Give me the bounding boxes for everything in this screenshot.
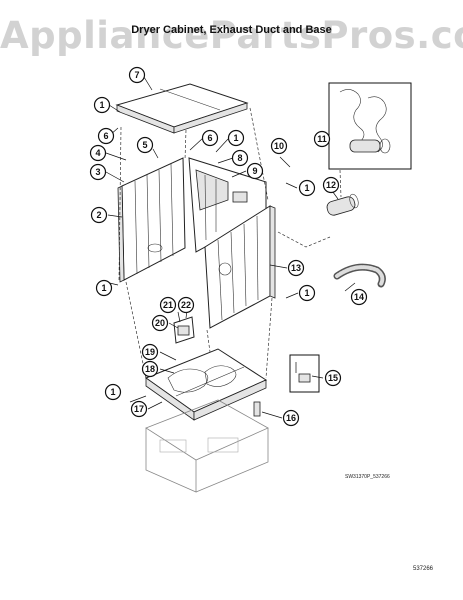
top-panel <box>115 83 249 134</box>
callout-3: 3 <box>89 163 107 181</box>
diagram-title: Dryer Cabinet, Exhaust Duct and Base <box>131 24 332 36</box>
callout-9: 9 <box>246 162 264 180</box>
catalog-number: 537266 <box>413 566 434 572</box>
callout-number: 21 <box>163 300 173 310</box>
callout-1: 1 <box>104 383 122 401</box>
callout-number: 1 <box>304 183 309 193</box>
callout-21: 21 <box>159 296 177 314</box>
callout-number: 17 <box>134 404 144 414</box>
exhaust-duct-inset <box>328 82 412 170</box>
callout-5: 5 <box>136 136 154 154</box>
callout-12: 12 <box>322 176 340 194</box>
callout-6: 6 <box>97 127 115 145</box>
callout-number: 20 <box>155 318 165 328</box>
callout-1: 1 <box>227 129 245 147</box>
leader-lines <box>100 76 356 419</box>
callout-20: 20 <box>151 314 169 332</box>
callout-number: 1 <box>110 387 115 397</box>
callout-number: 12 <box>326 180 336 190</box>
callout-1: 1 <box>95 279 113 297</box>
left-side-panel <box>117 157 186 283</box>
callout-number: 22 <box>181 300 191 310</box>
callout-4: 4 <box>89 144 107 162</box>
callout-22: 22 <box>177 296 195 314</box>
callout-1: 1 <box>298 179 316 197</box>
callout-number: 16 <box>286 413 296 423</box>
flexible-duct <box>333 263 386 288</box>
rear-panel <box>188 157 267 253</box>
callout-13: 13 <box>287 259 305 277</box>
base-frame <box>144 348 268 421</box>
callout-7: 7 <box>128 66 146 84</box>
callout-number: 9 <box>252 166 257 176</box>
callout-1: 1 <box>298 284 316 302</box>
callout-1: 1 <box>93 96 111 114</box>
drawing-reference-number: SW31370P_537266 <box>345 474 390 480</box>
callout-number: 7 <box>134 70 139 80</box>
callout-number: 1 <box>101 283 106 293</box>
callout-8: 8 <box>231 149 249 167</box>
callout-number: 15 <box>328 373 338 383</box>
leveling-foot <box>253 401 261 417</box>
callout-number: 11 <box>317 134 327 144</box>
callout-15: 15 <box>324 369 342 387</box>
callout-number: 13 <box>291 263 301 273</box>
callout-number: 2 <box>96 210 101 220</box>
callout-18: 18 <box>141 360 159 378</box>
callout-number: 19 <box>145 347 155 357</box>
callout-16: 16 <box>282 409 300 427</box>
callout-10: 10 <box>270 137 288 155</box>
callout-number: 1 <box>304 288 309 298</box>
callout-17: 17 <box>130 400 148 418</box>
callout-14: 14 <box>350 288 368 306</box>
right-side-panel <box>204 205 276 329</box>
callout-11: 11 <box>313 130 331 148</box>
callout-number: 3 <box>95 167 100 177</box>
watermark: AppliancePartsPros.com <box>0 14 463 57</box>
callout-number: 1 <box>99 100 104 110</box>
callout-number: 18 <box>145 364 155 374</box>
callout-number: 1 <box>233 133 238 143</box>
bracket-assembly <box>173 316 195 344</box>
callout-number: 5 <box>142 140 147 150</box>
callout-19: 19 <box>141 343 159 361</box>
pedestal-outline <box>145 399 269 493</box>
callout-number: 10 <box>274 141 284 151</box>
callout-number: 8 <box>237 153 242 163</box>
callout-6: 6 <box>201 129 219 147</box>
callout-number: 6 <box>103 131 108 141</box>
vent-hood <box>326 193 359 216</box>
callout-2: 2 <box>90 206 108 224</box>
hardware-packet <box>289 354 320 393</box>
callout-number: 6 <box>207 133 212 143</box>
callout-number: 14 <box>354 292 364 302</box>
callout-number: 4 <box>95 148 100 158</box>
assembly-lines <box>118 107 342 379</box>
